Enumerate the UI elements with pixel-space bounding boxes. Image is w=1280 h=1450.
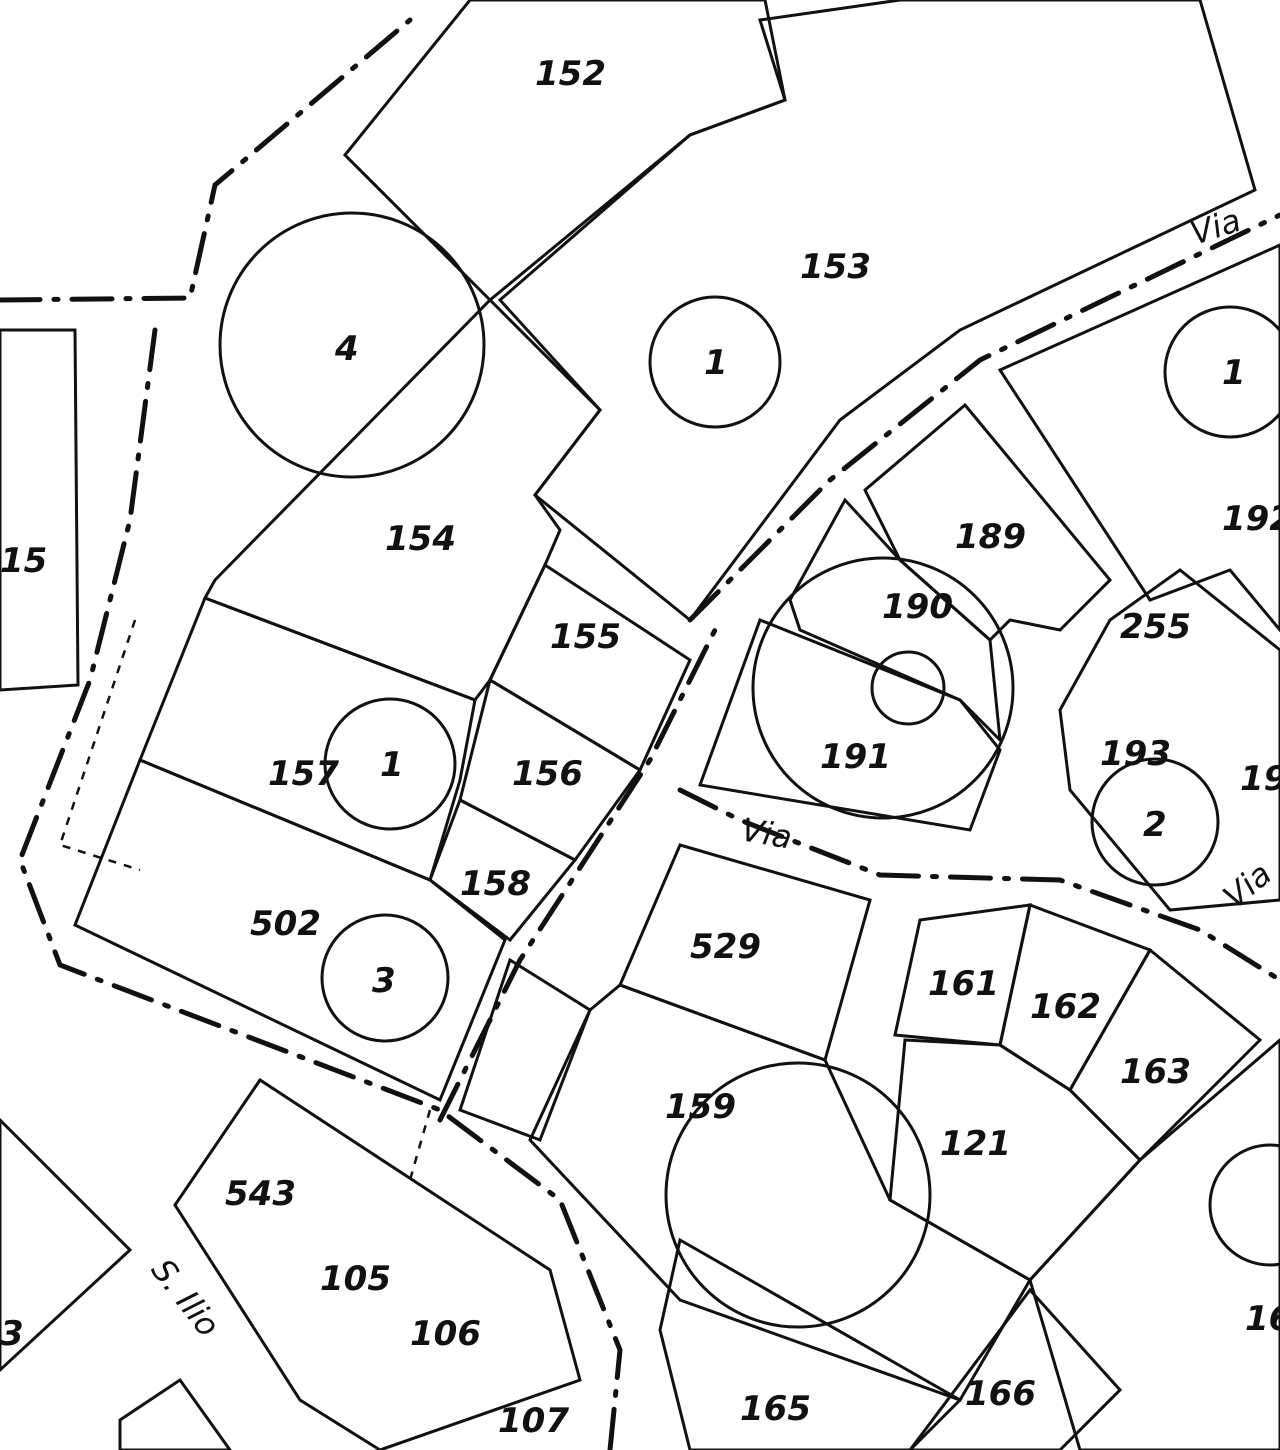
parcel-label: 107 [498,1401,569,1441]
parcel-label: 543 [225,1174,296,1214]
circle-mark-1: 1 [380,745,404,785]
parcel-165 [658,1237,963,1450]
parcel-label: 121 [940,1124,1011,1164]
parcel-label: 16 [1245,1299,1280,1339]
parcel-label: 163 [1120,1052,1191,1092]
parcel-label: 189 [955,517,1026,557]
circle-mark-1: 1 [704,343,728,383]
parcel-label: 159 [665,1087,736,1127]
parcel-label: 529 [690,927,761,967]
road-label-via: Via [739,810,795,856]
circle-mark-4: 4 [334,329,359,369]
parcel-15 [0,328,80,692]
parcel-label: 154 [385,519,456,559]
parcel-label: 166 [965,1374,1036,1414]
parcel-159 [528,983,1033,1402]
parcel-label: 105 [320,1259,391,1299]
parcel-121 [888,1038,1143,1282]
parcel-152 [342,0,787,303]
parcel-label: 502 [250,904,321,944]
parcel-left-bottom [118,1377,232,1450]
road-label-via: Via [1216,855,1279,917]
circle-marks: 4 1 1 1 2 3 [218,211,1280,1329]
parcel-label: 191 [820,737,891,777]
parcel-label: 15 [0,541,47,581]
parcel-255-193 [1058,568,1280,912]
parcel-label: 156 [512,754,583,794]
parcel-166 [908,1287,1123,1450]
circle-mark-2: 2 [1143,805,1167,845]
parcel-label: 19 [1240,759,1280,799]
parcel-16 [1028,1038,1280,1450]
road-lines [0,17,1280,1450]
circle-mark-1: 1 [1222,353,1246,393]
parcel-label: 190 [882,587,953,627]
parcel-label: 161 [928,964,999,1004]
parcel-label: 193 [1100,734,1171,774]
parcel-153 [497,0,1257,623]
parcel-labels: 152 153 154 155 156 157 158 502 529 189 … [0,54,1280,1441]
parcel-543-105-106 [173,1077,582,1450]
parcel-label: 155 [550,617,621,657]
parcel-label: 192 [1222,499,1280,539]
parcel-157 [138,596,477,883]
parcel-label: 158 [460,864,531,904]
parcel-191 [697,618,1002,832]
parcel-label: 255 [1120,607,1191,647]
parcel-label: 106 [410,1314,481,1354]
parcel-3 [0,1117,133,1373]
parcel-502 [73,758,507,1103]
parcel-label: 162 [1030,987,1101,1027]
circle-mark-3: 3 [372,961,396,1001]
parcel-190 [788,497,1002,745]
parcel-label: 3 [0,1314,24,1354]
parcel-label: 165 [740,1389,811,1429]
parcel-label: 152 [535,54,606,94]
road-label-via: Via [1186,201,1246,253]
parcel-label: 157 [268,754,339,794]
parcel-158 [428,797,578,943]
parcel-label: 153 [800,247,871,287]
parcel-small [458,957,592,1142]
parcel-192 [997,243,1280,633]
